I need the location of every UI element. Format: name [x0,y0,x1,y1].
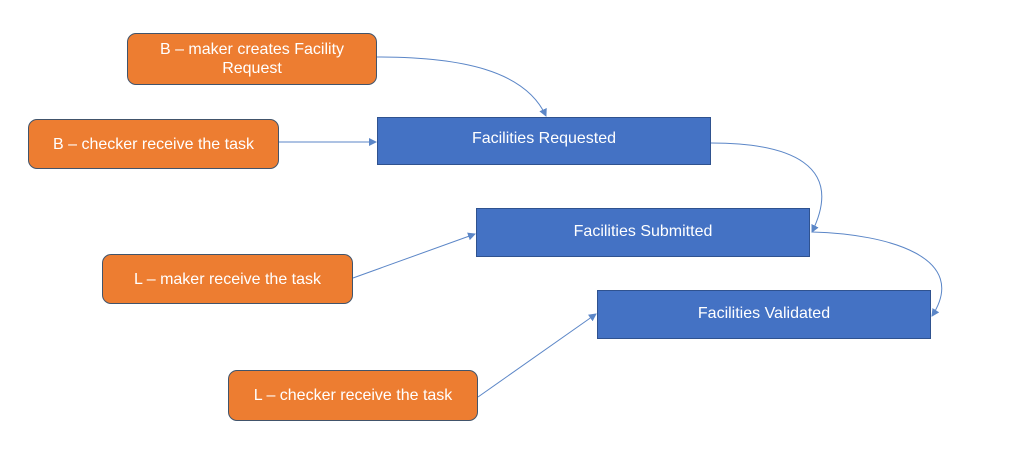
edge-l-checker-to-validated [477,313,597,398]
state-facilities-submitted: Facilities Submitted [476,208,810,257]
state-facilities-requested-label: Facilities Requested [471,129,617,147]
state-facilities-validated: Facilities Validated [597,290,931,339]
actor-b-maker: B – maker creates Facility Request [127,33,377,85]
edge-l-maker-to-submitted [352,232,476,279]
actor-b-checker-label: B – checker receive the task [53,135,254,153]
actor-l-maker-label: L – maker receive the task [133,270,322,288]
edge-requested-to-submitted [710,142,823,233]
state-facilities-requested: Facilities Requested [377,117,711,165]
actor-b-maker-label: B – maker creates Facility Request [159,41,345,77]
edge-b-maker-to-requested [376,56,547,117]
actor-b-checker: B – checker receive the task [28,119,279,169]
actor-l-checker: L – checker receive the task [228,370,478,421]
actor-l-checker-label: L – checker receive the task [253,387,453,404]
state-facilities-validated-label: Facilities Validated [697,305,831,322]
edge-submitted-to-validated [811,231,943,317]
state-facilities-submitted-label: Facilities Submitted [573,223,713,240]
actor-l-maker: L – maker receive the task [102,254,353,304]
